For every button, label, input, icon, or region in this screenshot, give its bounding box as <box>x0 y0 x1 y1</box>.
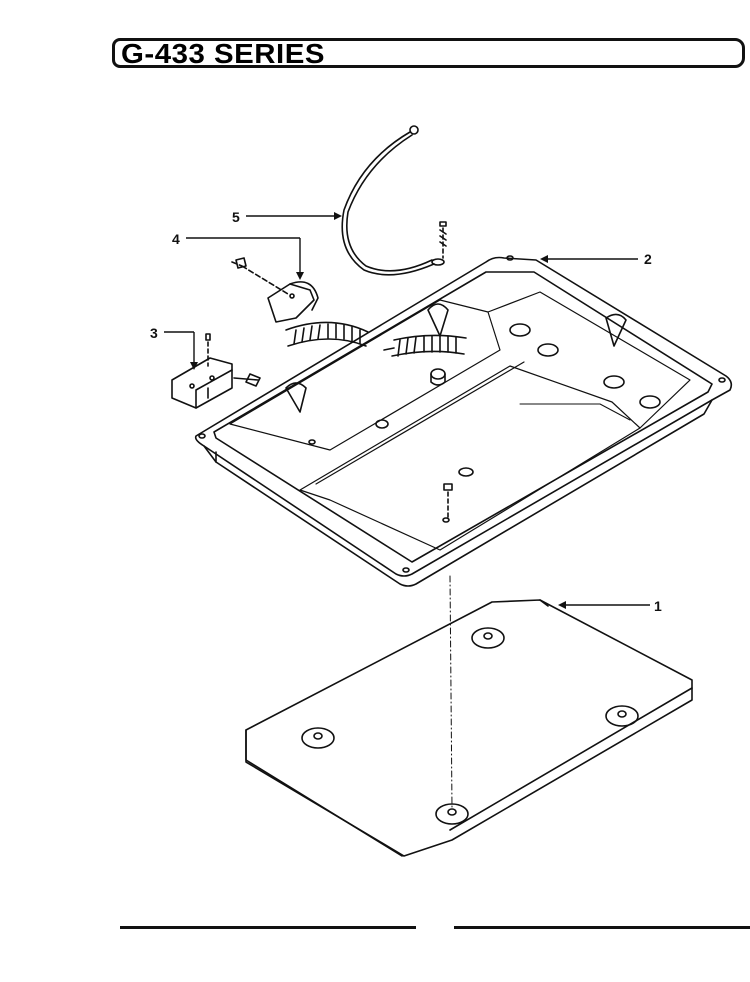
page-title: G-433 SERIES <box>121 38 326 69</box>
callout-4-arrow <box>296 272 304 280</box>
callout-5-number: 5 <box>232 209 240 225</box>
callout-3-number: 3 <box>150 325 158 341</box>
footer-rule-left <box>120 926 416 929</box>
callout-2-number: 2 <box>644 251 652 267</box>
callout-2-arrow <box>540 255 548 263</box>
screw-middle <box>443 483 453 521</box>
bottom-plate <box>245 599 693 857</box>
callout-3-arrow <box>190 362 198 370</box>
screw-top <box>439 221 447 259</box>
footer-rule-right <box>454 926 750 929</box>
burner-pan <box>194 255 733 587</box>
ground-wire <box>341 125 445 276</box>
bracket <box>171 333 261 409</box>
callout-1-number: 1 <box>654 598 662 614</box>
callout-4-number: 4 <box>172 231 180 247</box>
title-box: G-433 SERIES <box>112 38 745 69</box>
clamp-with-conduit <box>231 257 467 357</box>
callouts <box>164 212 650 609</box>
callout-5-arrow <box>334 212 342 220</box>
callout-1-arrow <box>558 601 566 609</box>
